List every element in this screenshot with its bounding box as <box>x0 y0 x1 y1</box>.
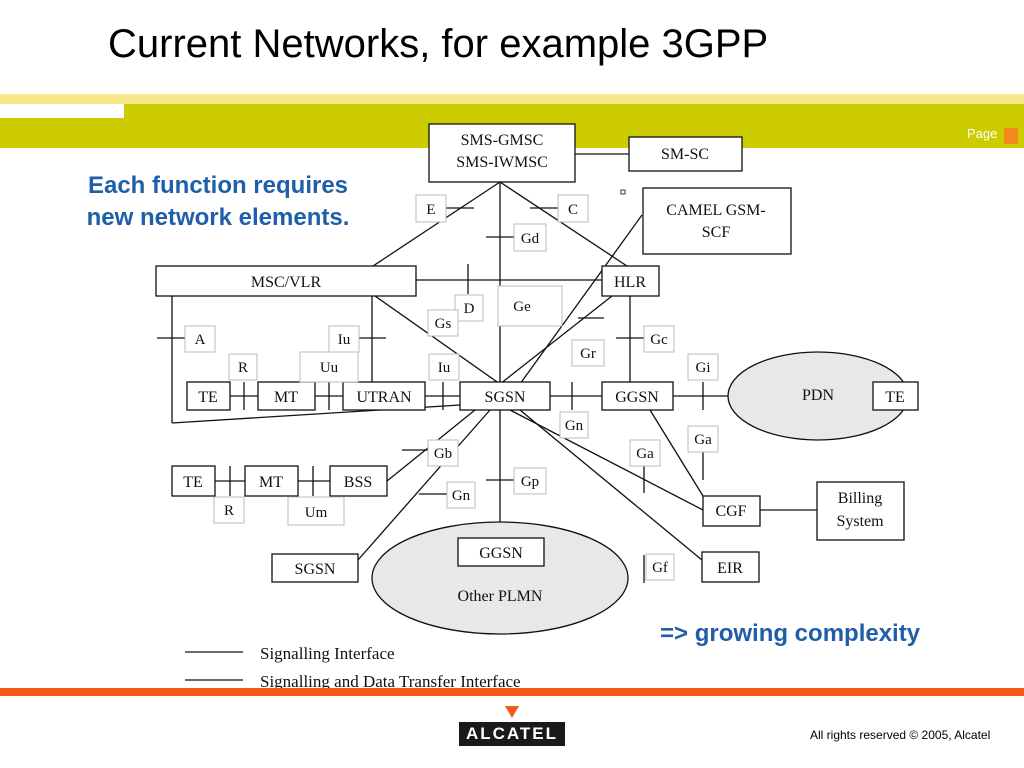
node-camel-line2: SCF <box>702 224 731 241</box>
node-bss: BSS <box>344 474 372 491</box>
interface-gr: Gr <box>580 346 596 362</box>
interface-ga-1: Ga <box>636 446 654 462</box>
interface-a: A <box>195 332 206 348</box>
node-te-pdn: TE <box>885 389 905 406</box>
legend-signalling: Signalling Interface <box>260 644 395 663</box>
page-square <box>1004 128 1018 144</box>
node-other-plmn: Other PLMN <box>458 588 543 605</box>
interface-gn-1: Gn <box>565 418 584 434</box>
interface-um: Um <box>305 505 328 521</box>
node-msc-vlr: MSC/VLR <box>251 274 322 291</box>
interface-e: E <box>426 202 435 218</box>
interface-iu-1: Iu <box>338 332 351 348</box>
note-left-line2: new network elements. <box>86 204 350 231</box>
legend-signalling-data: Signalling and Data Transfer Interface <box>260 672 521 691</box>
node-ggsn: GGSN <box>615 389 659 406</box>
small-marker <box>620 189 626 195</box>
node-ggsn-2: GGSN <box>479 545 523 562</box>
node-sms-gmsc-line1: SMS-GMSC <box>461 132 544 149</box>
other-plmn-ellipse <box>371 521 629 635</box>
slide-title: Current Networks, for example 3GPP <box>108 22 769 66</box>
interface-uu: Uu <box>320 360 339 376</box>
footer-copyright: All rights reserved © 2005, Alcatel <box>810 728 991 742</box>
node-mt-2: MT <box>259 474 283 491</box>
interface-c: C <box>568 202 578 218</box>
node-pdn: PDN <box>802 387 834 404</box>
interface-ge: Ge <box>513 299 531 315</box>
network-diagram: SMS-GMSC SMS-IWMSC SM-SC CAMEL GSM- SCF … <box>155 123 919 691</box>
alcatel-logo: ALCATEL <box>459 722 565 746</box>
node-sm-sc: SM-SC <box>661 146 709 163</box>
node-sms-gmsc-line2: SMS-IWMSC <box>456 154 548 171</box>
node-sgsn: SGSN <box>485 389 526 406</box>
interface-gf: Gf <box>652 560 668 576</box>
node-boxes <box>155 123 919 583</box>
node-te-2: TE <box>183 474 203 491</box>
interface-gc: Gc <box>650 332 668 348</box>
interface-gd: Gd <box>521 231 540 247</box>
interface-gs: Gs <box>435 316 452 332</box>
node-eir: EIR <box>717 560 743 577</box>
interface-gp: Gp <box>521 474 539 490</box>
footer-orange-bar <box>0 688 1024 696</box>
connection-lines <box>157 153 817 681</box>
interface-d: D <box>464 301 475 317</box>
node-mt-1: MT <box>274 389 298 406</box>
interface-label-boxes <box>184 194 719 581</box>
logo-triangle-icon <box>505 706 519 718</box>
interface-gi: Gi <box>696 360 711 376</box>
node-billing-line2: System <box>836 513 884 530</box>
interface-r-1: R <box>238 360 248 376</box>
note-left-line1: Each function requires <box>87 172 349 199</box>
interface-gb: Gb <box>434 446 452 462</box>
node-billing-line1: Billing <box>838 490 882 507</box>
top-light-band <box>0 94 1024 104</box>
node-te-1: TE <box>198 389 218 406</box>
interface-r-2: R <box>224 503 234 519</box>
note-left: Each function requires new network eleme… <box>58 170 378 234</box>
note-right: => growing complexity <box>660 620 921 647</box>
node-hlr: HLR <box>614 274 646 291</box>
page-label: Page <box>967 126 998 141</box>
node-cgf: CGF <box>715 503 746 520</box>
node-sgsn-2: SGSN <box>295 561 336 578</box>
interface-ga-2: Ga <box>694 432 712 448</box>
node-utran: UTRAN <box>356 389 412 406</box>
node-camel-line1: CAMEL GSM- <box>666 202 765 219</box>
accent-band-notch <box>0 104 124 118</box>
interface-gn-2: Gn <box>452 488 471 504</box>
interface-iu-2: Iu <box>438 360 451 376</box>
